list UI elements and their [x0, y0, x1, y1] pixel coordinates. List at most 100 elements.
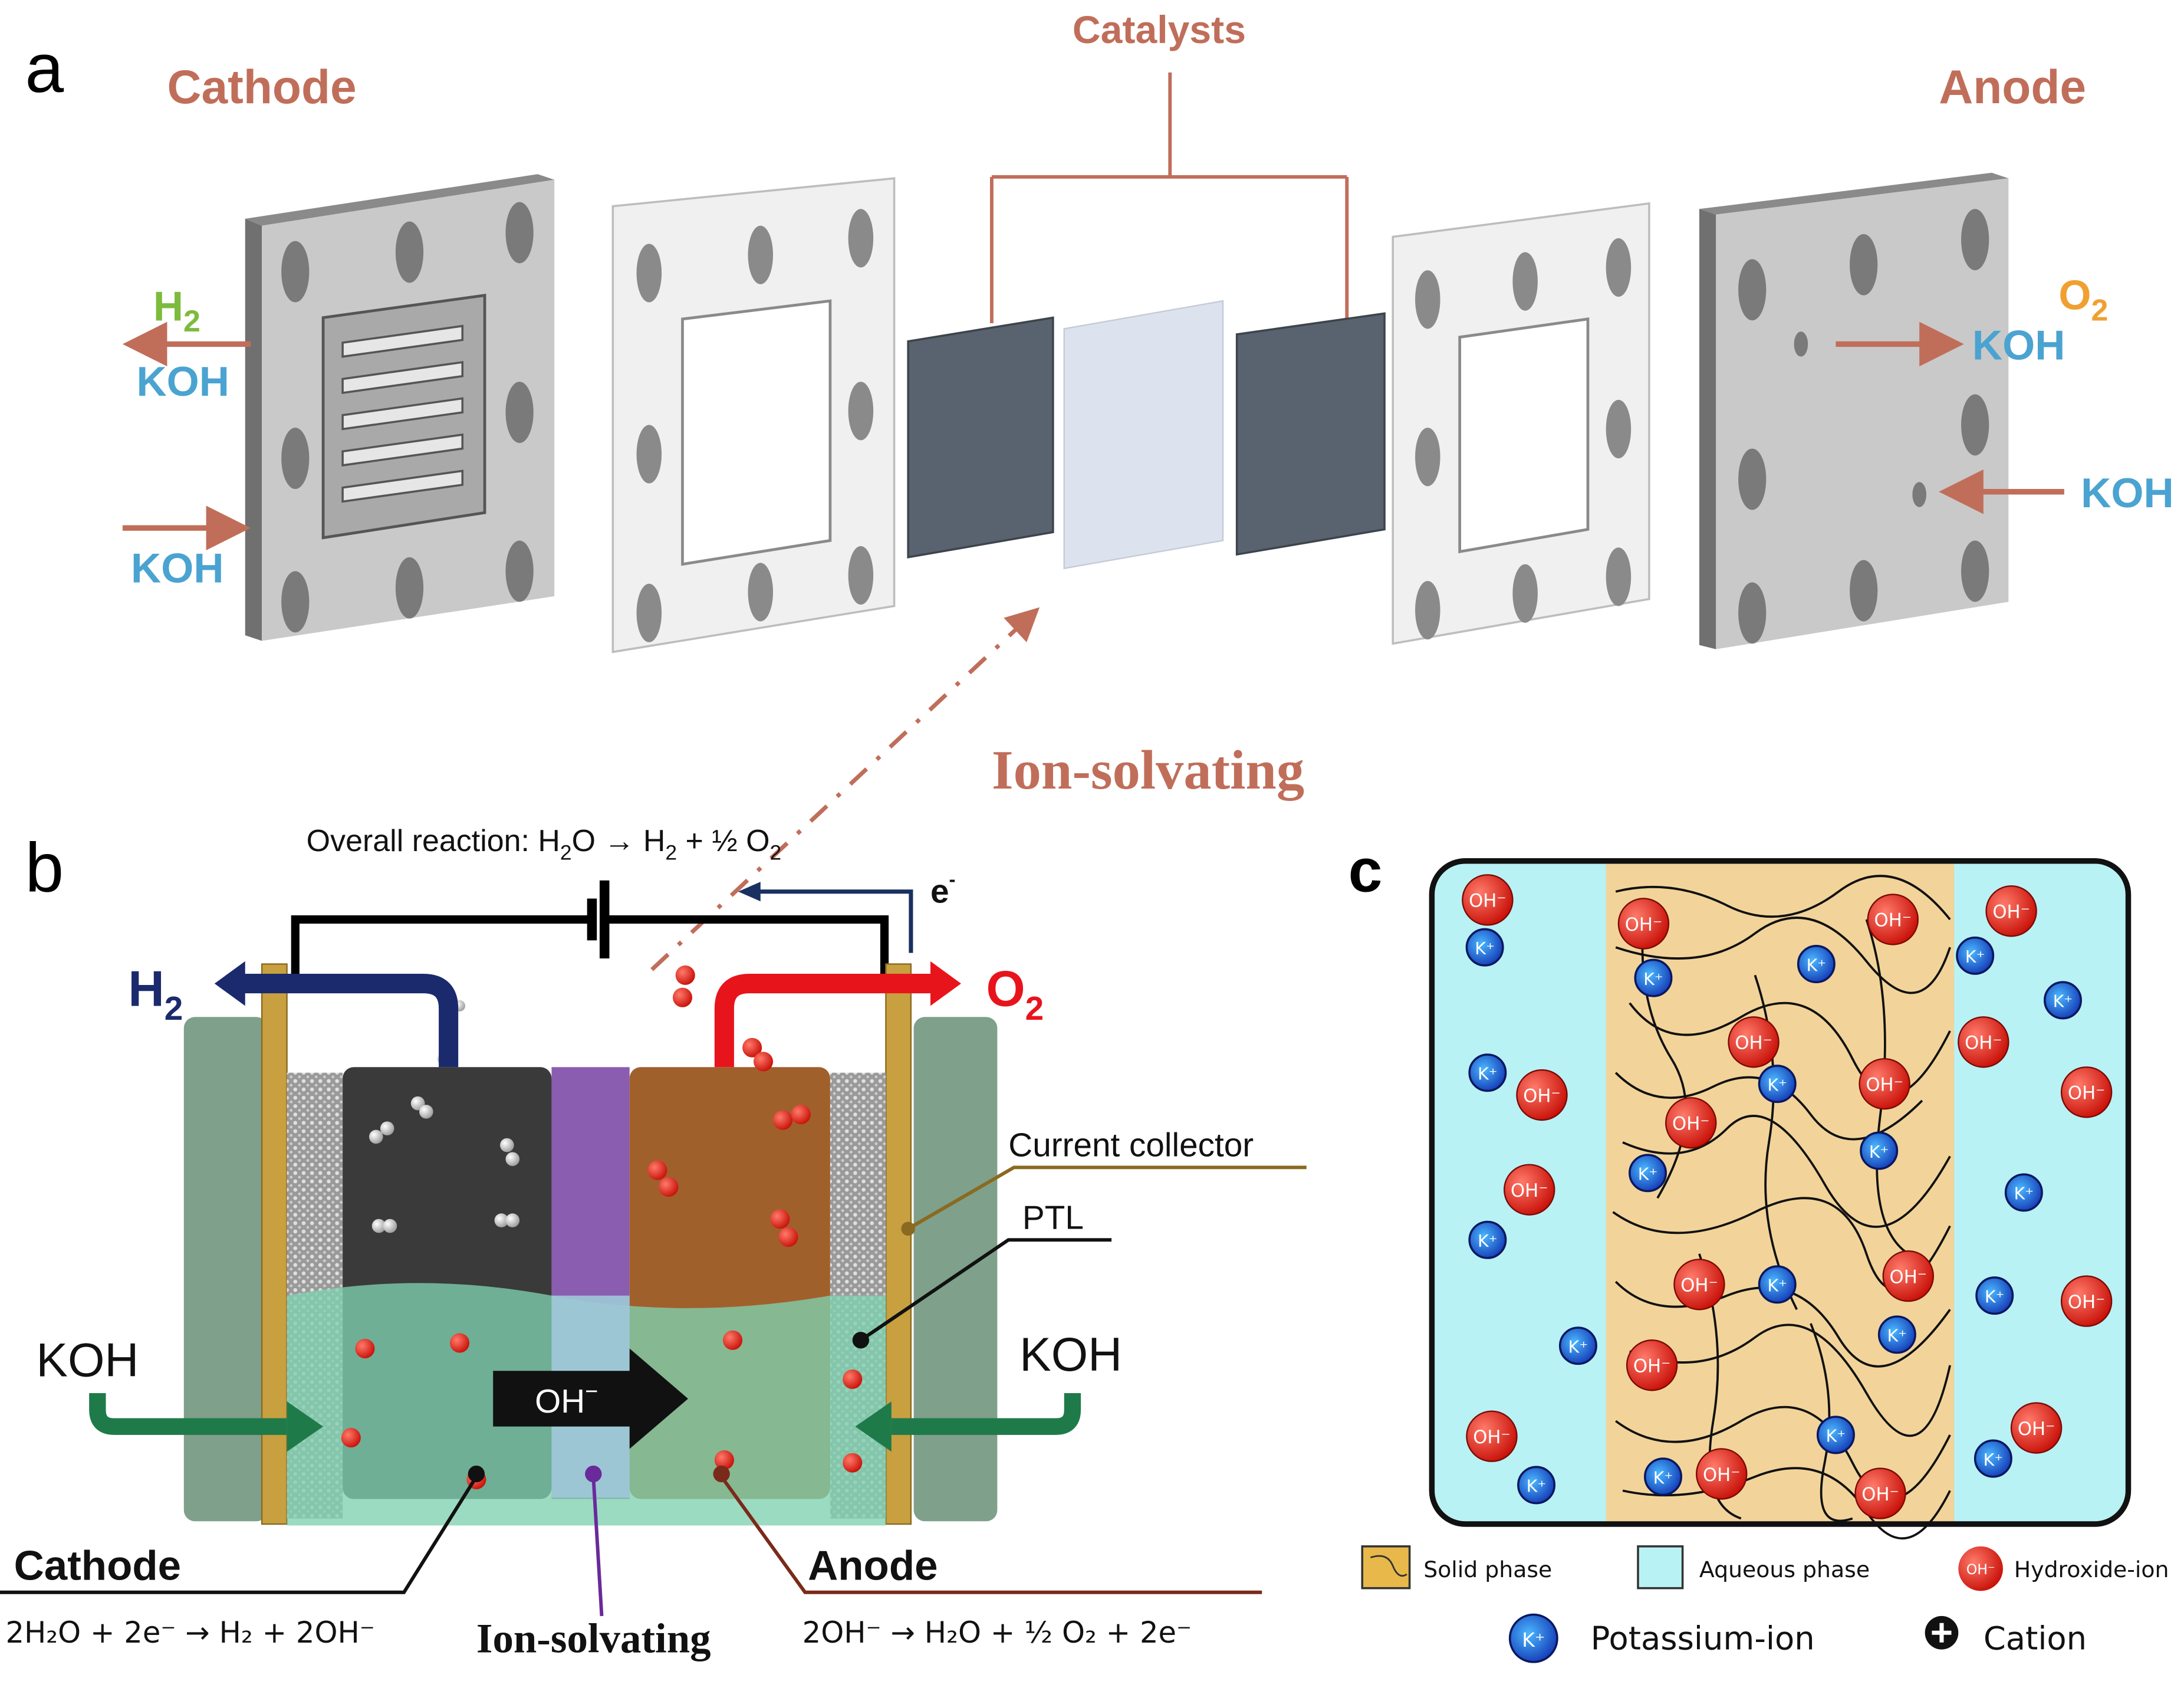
hydroxide-ion: OH⁻	[1673, 1259, 1725, 1311]
hydroxide-ion: OH⁻	[1696, 1448, 1748, 1500]
svg-text:OH⁻: OH⁻	[1890, 1267, 1927, 1288]
potassium-ion: K⁺	[1465, 928, 1504, 967]
potassium-ion: K⁺	[1629, 1154, 1667, 1193]
koh-inlet-right-arrowhead	[855, 1401, 892, 1452]
svg-text:K⁺: K⁺	[1653, 1469, 1673, 1488]
legend-item-aqueous: Aqueous phase	[1637, 1545, 1870, 1590]
svg-text:OH⁻: OH⁻	[1861, 1485, 1899, 1505]
ions-layer: OH⁻ OH⁻ OH⁻ OH⁻ OH⁻ OH⁻ OH⁻ OH⁻ OH⁻ OH⁻ OH⁻ OH⁻ OH⁻ O…	[1462, 874, 2113, 1519]
svg-text:K⁺: K⁺	[1767, 1075, 1787, 1095]
legend-label-hydroxide: Hydroxide-ion	[2014, 1556, 2169, 1582]
hydroxide-ion: OH⁻	[2010, 1402, 2063, 1454]
hydroxide-ion: OH⁻	[1859, 1058, 1910, 1110]
o2-outlet-pipe	[714, 974, 933, 1068]
polymer-chain	[1615, 875, 1951, 921]
hydroxide-ion: OH⁻	[1985, 885, 2037, 937]
svg-text:OH⁻: OH⁻	[2068, 1292, 2105, 1313]
svg-text:OH⁻: OH⁻	[1511, 1181, 1548, 1201]
o2-outlet-arrowhead	[930, 961, 961, 1006]
cathode-label: Cathode	[14, 1543, 181, 1590]
cathode-title: Cathode	[167, 61, 356, 114]
svg-text:K⁺: K⁺	[1478, 1065, 1498, 1084]
potassium-ion: K⁺	[2044, 981, 2082, 1020]
cathode-leader	[0, 1476, 478, 1594]
svg-text:K⁺: K⁺	[1965, 947, 1985, 967]
svg-text:OH⁻: OH⁻	[1680, 1276, 1718, 1296]
ion-solvating-leader	[591, 1476, 604, 1617]
legend-label-potassium: Potassium-ion	[1591, 1620, 1815, 1657]
anode-gasket	[1392, 202, 1650, 645]
potassium-ion: K⁺	[1877, 1315, 1916, 1354]
cathode-gasket	[611, 177, 896, 654]
svg-text:OH⁻: OH⁻	[1866, 1075, 1903, 1095]
o2-out-label: O2	[2058, 272, 2108, 327]
koh-inlet-right-label: KOH	[1019, 1328, 1122, 1381]
ion-solvating-membrane	[1063, 300, 1224, 570]
potassium-ion: K⁺	[1758, 1065, 1797, 1104]
potassium-ion: K⁺	[1975, 1276, 2014, 1315]
hydroxide-ion: OH⁻	[1504, 1164, 1555, 1216]
hydroxide-ion: OH⁻	[1617, 898, 1670, 950]
legend-item-hydroxide: OH⁻ Hydroxide-ion	[1958, 1546, 2169, 1591]
current-collector-leader	[907, 1165, 1307, 1230]
ion-solvating-dot	[585, 1465, 602, 1483]
svg-text:OH⁻: OH⁻	[1965, 1033, 2002, 1054]
h2-outlet-pipe	[236, 974, 459, 1068]
o2-outlet-label: O2	[986, 961, 1044, 1027]
panel-a-label: a	[25, 29, 64, 107]
hydroxide-ion: OH⁻	[1854, 1467, 1906, 1519]
potassium-icon-text: K⁺	[1522, 1628, 1545, 1651]
svg-text:OH⁻: OH⁻	[1672, 1114, 1709, 1135]
potassium-ion: K⁺	[1974, 1439, 2012, 1478]
svg-text:K⁺: K⁺	[1643, 970, 1663, 989]
ptl-label: PTL	[1022, 1199, 1084, 1236]
svg-text:OH⁻: OH⁻	[1633, 1357, 1670, 1377]
anode-reaction: 2OH⁻ → H₂O + ½ O₂ + 2e⁻	[802, 1615, 1192, 1650]
polymer-chain	[1629, 1324, 1951, 1437]
svg-text:K⁺: K⁺	[1568, 1338, 1588, 1357]
svg-text:K⁺: K⁺	[1475, 939, 1495, 958]
legend-item-cation: Cation	[1925, 1615, 2087, 1657]
polymer-chain	[1615, 917, 1951, 994]
hydroxide-ion: OH⁻	[1882, 1250, 1934, 1302]
legend-item-potassium: K⁺ Potassium-ion	[1508, 1613, 1815, 1663]
flow-field-channels	[321, 294, 486, 540]
hydroxide-icon-text: OH⁻	[1966, 1561, 1995, 1578]
cathode-reaction: 2H₂O + 2e⁻ → H₂ + 2OH⁻	[5, 1615, 375, 1650]
h2-outlet-arrowhead	[214, 961, 245, 1006]
potassium-ion: K⁺	[1860, 1131, 1899, 1170]
anode-leader	[720, 1475, 1262, 1594]
potassium-ion: K⁺	[1816, 1416, 1855, 1454]
hydroxide-ion: OH⁻	[1516, 1069, 1568, 1121]
anode-title: Anode	[1939, 61, 2086, 114]
potassium-ion: K⁺	[1468, 1053, 1507, 1092]
svg-text:K⁺: K⁺	[1985, 1287, 2005, 1306]
potassium-ion-icon	[1508, 1613, 1558, 1663]
svg-text:OH⁻: OH⁻	[2018, 1419, 2055, 1440]
hydroxide-ion: OH⁻	[1728, 1016, 1780, 1068]
koh-inlet-left-label: KOH	[36, 1334, 139, 1387]
end-plate-right	[913, 1017, 998, 1522]
koh-in-label-cathode: KOH	[131, 545, 223, 592]
svg-text:K⁺: K⁺	[1826, 1427, 1846, 1446]
cathode-catalyst-layer	[907, 316, 1054, 559]
phase-diagram: OH⁻ OH⁻ OH⁻ OH⁻ OH⁻ OH⁻ OH⁻ OH⁻ OH⁻ OH⁻ OH⁻ OH⁻ OH⁻ O…	[1429, 858, 2132, 1540]
koh-inlet-left-arrowhead	[287, 1401, 324, 1452]
electron-flow-arrow	[749, 889, 913, 953]
polymer-chain	[1810, 1323, 1853, 1522]
electron-arrowhead	[738, 882, 761, 902]
potassium-ion: K⁺	[2004, 1173, 2043, 1212]
polymer-chains	[1612, 875, 1951, 1540]
cathode-end-plate	[245, 174, 555, 641]
ion-solvating-pointer	[650, 607, 1040, 971]
svg-text:K⁺: K⁺	[1767, 1276, 1787, 1296]
potassium-ion: K⁺	[1956, 936, 1995, 975]
koh-out-label-cathode: KOH	[137, 359, 229, 405]
legend-label-cation: Cation	[1984, 1620, 2087, 1657]
legend-label-aqueous: Aqueous phase	[1699, 1556, 1870, 1582]
hydroxide-ion: OH⁻	[1466, 1410, 1518, 1462]
polymer-chain	[1622, 1115, 1951, 1228]
ion-solvating-title: Ion-solvating	[992, 740, 1304, 801]
svg-text:K⁺: K⁺	[1887, 1326, 1907, 1346]
